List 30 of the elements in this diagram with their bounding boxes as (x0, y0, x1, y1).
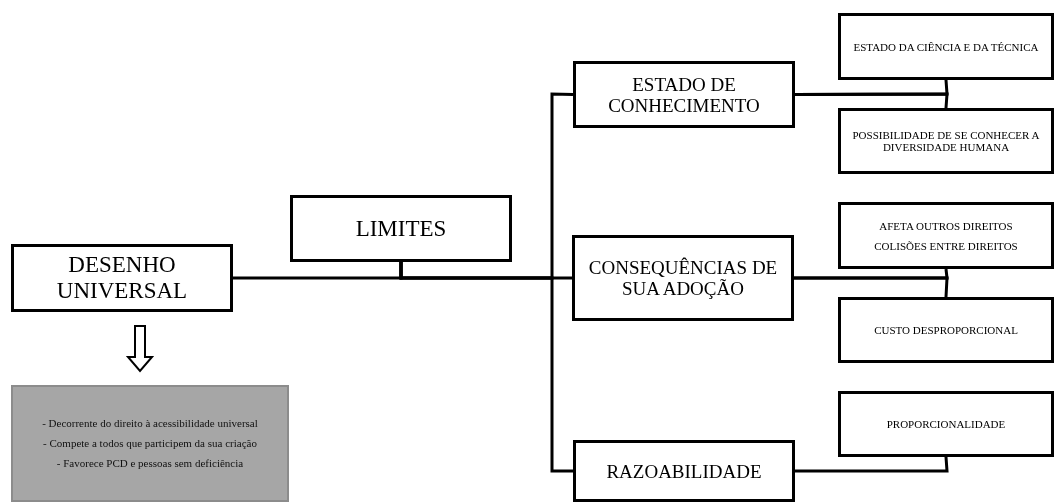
box-text: - Favorece PCD e pessoas sem deficiência (56, 456, 244, 471)
connector-line (399, 262, 573, 473)
down-arrow (125, 325, 155, 373)
process-box (573, 61, 795, 128)
box-text: AFETA OUTROS DIREITOS (879, 218, 1013, 234)
box-text: DESENHO UNIVERSAL (55, 252, 189, 304)
connector-line (795, 456, 949, 473)
box-text: RAZOABILIDADE (606, 460, 762, 482)
process-box (838, 391, 1054, 457)
process-box (838, 13, 1054, 80)
process-box (11, 244, 233, 312)
process-box (838, 202, 1054, 269)
box-text: - Decorrente do direito à acessibilidade universal (42, 416, 258, 431)
box-text: ESTADO DE CONHECIMENTO (607, 73, 761, 116)
process-box (572, 235, 794, 321)
box-text: ESTADO DA CIÊNCIA E DA TÉCNICA (853, 40, 1039, 53)
box-text: COLISÕES ENTRE DIREITOS (874, 238, 1018, 254)
box-text: CUSTO DESPROPORCIONAL (874, 324, 1018, 336)
box-text: POSSIBILIDADE DE SE CONHECER A DIVERSIDADE HUMANA (851, 129, 1041, 153)
box-text: - Compete a todos que participem da sua criação (43, 436, 257, 451)
box-text: CONSEQUÊNCIAS DE SUA ADOÇÃO (587, 257, 779, 299)
process-box (290, 195, 512, 262)
process-box (838, 297, 1054, 363)
process-box (838, 108, 1054, 174)
connector-line (795, 92, 949, 109)
process-box (573, 440, 795, 502)
connector-line (794, 276, 949, 298)
box-text: LIMITES (355, 215, 447, 242)
box-text: PROPORCIONALIDADE (886, 418, 1006, 430)
note-box (11, 385, 289, 502)
